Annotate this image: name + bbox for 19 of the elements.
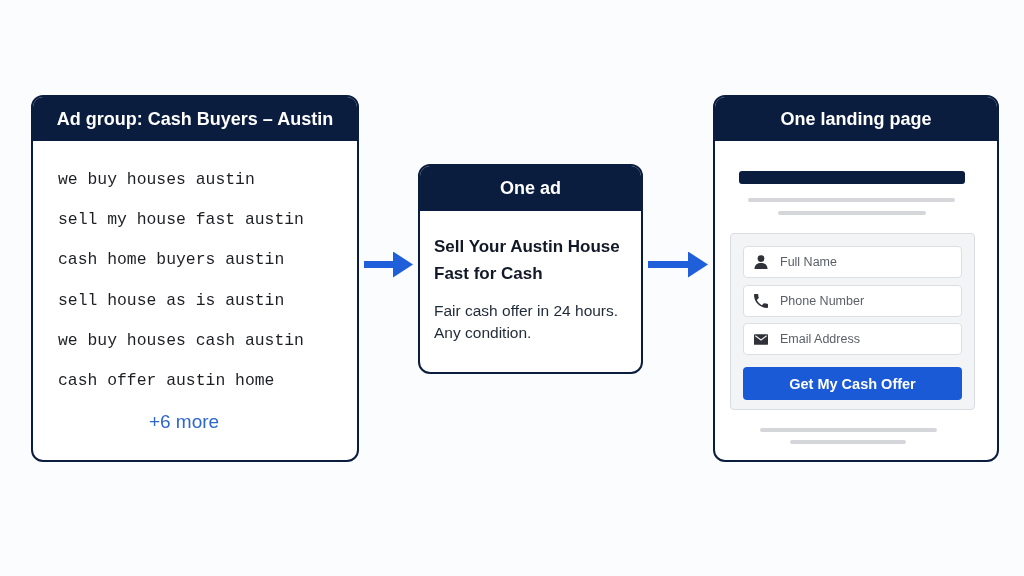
landing-page-card: [713, 95, 999, 462]
input-field: Email Address: [743, 323, 962, 355]
card-header: One landing page: [715, 97, 997, 141]
keyword-text: sell house as is austin: [58, 290, 285, 311]
input-field: Phone Number: [743, 285, 962, 317]
submit-button: Get My Cash Offer: [743, 367, 962, 400]
keyword-text: we buy houses austin: [58, 170, 255, 190]
ad-card: [418, 164, 643, 374]
card-header: One ad: [420, 166, 641, 211]
input-field: Full Name: [743, 246, 962, 278]
ad-headline: Sell Your Austin House Fast for Cash: [434, 236, 621, 285]
keyword-text: cash offer austin home: [58, 370, 275, 391]
more-link: +6 more: [148, 411, 220, 434]
ad-description: Fair cash offer in 24 hours. Any condition.: [434, 301, 620, 343]
keyword-text: cash home buyers austin: [58, 250, 285, 271]
card-header: Ad group: Cash Buyers – Austin: [33, 97, 357, 141]
keyword-text: we buy houses cash austin: [58, 330, 304, 351]
ad-group-card: [31, 95, 359, 462]
keyword-text: sell my house fast austin: [58, 210, 304, 231]
